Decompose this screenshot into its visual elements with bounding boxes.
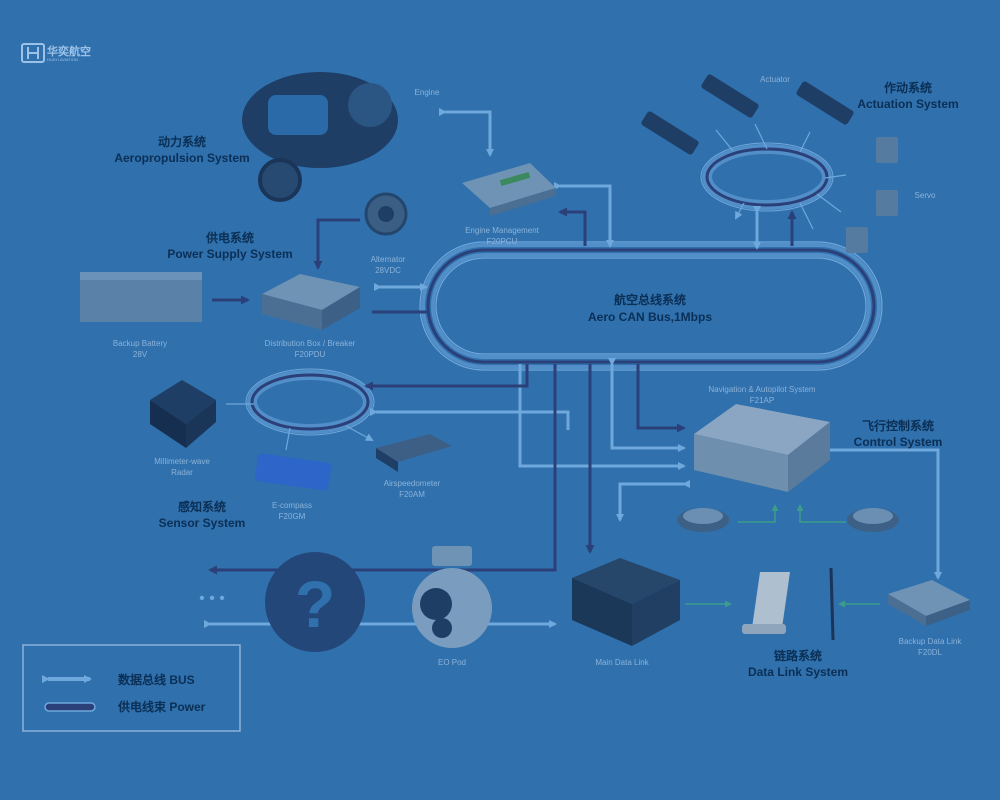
main-data-link-label: Main Data Link bbox=[595, 658, 649, 667]
backup-data-link-label: Backup Data Link bbox=[899, 637, 963, 646]
antenna-icon bbox=[742, 572, 790, 634]
main-data-link-icon bbox=[572, 558, 680, 646]
legend-bus-label: 数据总线 BUS bbox=[118, 672, 195, 687]
legend-box bbox=[22, 644, 241, 732]
e-compass-label: E-compass bbox=[272, 501, 312, 510]
autopilot-unit-icon bbox=[694, 404, 830, 492]
question-icon: ? bbox=[265, 552, 365, 652]
actuator-label: Actuator bbox=[760, 75, 790, 84]
alternator-model: 28VDC bbox=[375, 266, 401, 275]
propulsion-title-en: Aeropropulsion System bbox=[114, 151, 249, 165]
engine-icon bbox=[242, 72, 398, 202]
actuation-title-cn: 作动系统 bbox=[884, 80, 932, 95]
servo-icons bbox=[846, 137, 898, 253]
hub-title-cn: 航空总线系统 bbox=[614, 292, 686, 307]
eo-pod-label: EO Pod bbox=[438, 658, 466, 667]
radar-icon bbox=[150, 380, 216, 448]
airspeedometer-model: F20AM bbox=[399, 490, 425, 499]
sensor-title-cn: 感知系统 bbox=[178, 499, 226, 514]
nav-label: Navigation & Autopilot System bbox=[708, 385, 816, 394]
engine-management-label: Engine Management bbox=[465, 226, 540, 235]
actuation-ring bbox=[700, 142, 834, 212]
backup-data-link-model: F20DL bbox=[918, 648, 943, 657]
legend-power-line bbox=[44, 702, 96, 712]
airspeedometer-icon bbox=[376, 434, 452, 472]
more-items-ellipsis: • • • bbox=[199, 590, 225, 607]
question-mark: ? bbox=[295, 567, 335, 641]
servo-label: Servo bbox=[915, 191, 936, 200]
distribution-box-icon bbox=[262, 274, 360, 330]
company-logo: 华奕航空 HUAYI AVIATION bbox=[21, 43, 91, 63]
gps-antenna-icons bbox=[677, 508, 899, 532]
aero-can-bus-ring: 航空总线系统 Aero CAN Bus,1Mbps bbox=[419, 241, 883, 371]
battery-model: 28V bbox=[133, 350, 148, 359]
battery-label: Backup Battery bbox=[113, 339, 167, 348]
engine-label: Engine bbox=[415, 88, 440, 97]
sensor-ring bbox=[245, 368, 375, 436]
radar-model: Radar bbox=[171, 468, 193, 477]
battery-icon bbox=[80, 272, 202, 322]
logo-mark bbox=[21, 43, 45, 63]
datalink-title-en: Data Link System bbox=[748, 665, 848, 679]
actuator-icons bbox=[641, 74, 854, 155]
backup-data-link-icon bbox=[888, 580, 970, 626]
sensor-title-en: Sensor System bbox=[159, 516, 246, 530]
propulsion-title-cn: 动力系统 bbox=[158, 134, 206, 149]
distribution-box-model: F20PDU bbox=[295, 350, 326, 359]
legend: 数据总线 BUS 供电线束 Power bbox=[22, 644, 241, 732]
logo-subtitle: HUAYI AVIATION bbox=[47, 57, 78, 62]
hub-title-en: Aero CAN Bus,1Mbps bbox=[588, 310, 712, 324]
e-compass-model: F20GM bbox=[279, 512, 306, 521]
whip-antenna-icon bbox=[829, 567, 835, 641]
alternator-icon bbox=[364, 192, 408, 236]
datalink-title-cn: 链路系统 bbox=[774, 648, 822, 663]
legend-power-label: 供电线束 Power bbox=[117, 699, 206, 714]
alternator-label: Alternator bbox=[371, 255, 406, 264]
nav-model: F21AP bbox=[750, 396, 774, 405]
connection-lines bbox=[204, 108, 942, 628]
e-compass-icon bbox=[254, 453, 332, 491]
control-title-en: Control System bbox=[854, 435, 943, 449]
power-title-en: Power Supply System bbox=[167, 247, 292, 261]
control-title-cn: 飞行控制系统 bbox=[862, 418, 934, 433]
airspeedometer-label: Airspeedometer bbox=[384, 479, 441, 488]
engine-management-model: F20PCU bbox=[487, 237, 518, 246]
camera-pod-icon bbox=[412, 546, 492, 648]
distribution-box-label: Distribution Box / Breaker bbox=[265, 339, 356, 348]
logo-name: 华奕航空 bbox=[47, 44, 91, 58]
radar-label: Millimeter-wave bbox=[154, 457, 210, 466]
engine-management-icon bbox=[462, 163, 556, 216]
power-title-cn: 供电系统 bbox=[205, 230, 254, 245]
actuation-title-en: Actuation System bbox=[857, 97, 958, 111]
logo-h-glyph bbox=[27, 47, 39, 59]
